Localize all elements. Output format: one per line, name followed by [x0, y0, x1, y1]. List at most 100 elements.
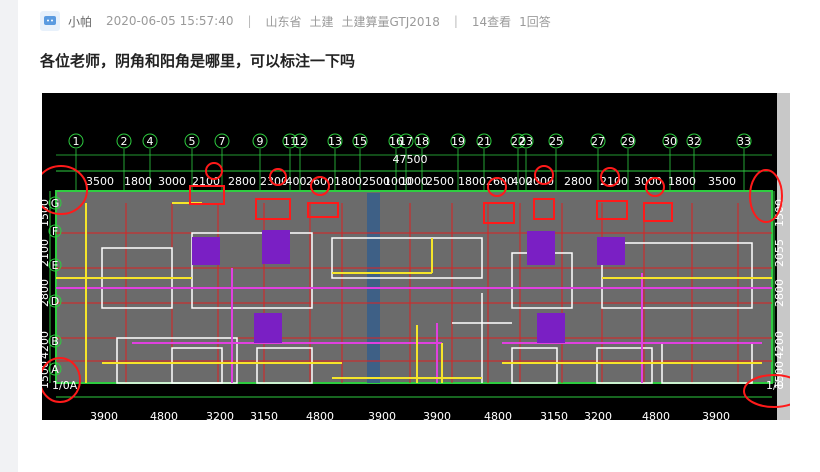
axis-number: 33	[737, 135, 751, 148]
bottom-dim-value: 3900	[702, 410, 730, 420]
chat-avatar-icon	[44, 16, 56, 25]
top-dim-value: 1000	[384, 175, 412, 188]
annotation-box	[255, 198, 291, 220]
post-meta: 小帕 2020-06-05 15:57:40 | 山东省 土建 土建算量GTJ2…	[40, 10, 551, 32]
discipline-tag[interactable]: 土建	[309, 14, 334, 29]
bottom-dim-value: 3150	[540, 410, 568, 420]
annotation-circle	[743, 374, 790, 408]
bottom-dim-value: 3900	[368, 410, 396, 420]
axis-letter: G	[51, 197, 60, 210]
axis-letter: D	[51, 295, 59, 308]
axis-number: 30	[663, 135, 677, 148]
axis-number: 13	[328, 135, 342, 148]
axis-bubble	[388, 133, 404, 149]
axis-number: 12	[293, 135, 307, 148]
annotation-circle	[487, 177, 507, 197]
axis-bubble	[252, 133, 268, 149]
top-dim-value: 400	[512, 175, 533, 188]
axis-number: 23	[519, 135, 533, 148]
vertical-dim-value: 2800	[42, 279, 51, 307]
annotation-box	[189, 185, 225, 205]
author-name[interactable]: 小帕	[68, 14, 93, 29]
vertical-dim-value: 4200	[773, 331, 786, 359]
vertical-dim-value: 2100	[42, 239, 51, 267]
purple-columns	[192, 230, 625, 343]
axis-bubble	[48, 294, 62, 308]
axis-bubble	[736, 133, 752, 149]
axis-number: 32	[687, 135, 701, 148]
vertical-dim-value: 1500	[773, 199, 786, 227]
annotation-marks	[42, 162, 790, 408]
top-dim-value: 2800	[564, 175, 592, 188]
vertical-dim-value: 4200	[42, 331, 51, 359]
annotation-circle	[205, 162, 223, 180]
annotation-box	[643, 202, 673, 222]
axis-number: 22	[511, 135, 525, 148]
software-tag[interactable]: 土建算量GTJ2018	[341, 14, 440, 29]
top-dim-value: 3500	[708, 175, 736, 188]
annotation-circle	[42, 165, 88, 215]
bottom-dim-value: 4800	[642, 410, 670, 420]
axis-number: 2	[121, 135, 128, 148]
meta-separator: |	[247, 14, 252, 28]
bottom-dim-value: 3150	[250, 410, 278, 420]
axis-bubble	[620, 133, 636, 149]
meta-separator: |	[453, 14, 458, 28]
annotation-circle	[749, 169, 783, 223]
bottom-dim-value: 3200	[206, 410, 234, 420]
vertical-dim-value: 1500	[42, 199, 51, 227]
floor-plan-svg: 1245791112131516171819212223252729303233…	[42, 93, 790, 420]
vertical-dim-value: 2800	[773, 279, 786, 307]
axis-bubble	[68, 133, 84, 149]
left-corner-label: 1/0A	[52, 379, 78, 392]
annotation-circle	[600, 167, 620, 187]
axis-bubble	[327, 133, 343, 149]
toolbar-strip	[777, 93, 790, 420]
bottom-dim-value: 3200	[584, 410, 612, 420]
annotation-circle	[269, 168, 287, 186]
annotation-box	[533, 198, 555, 220]
total-length-label: 47500	[393, 153, 428, 166]
axis-bubble	[590, 133, 606, 149]
annotation-circle	[42, 357, 81, 403]
axis-bubble	[184, 133, 200, 149]
top-dim-value: 1800	[124, 175, 152, 188]
axis-number: 19	[451, 135, 465, 148]
axis-bubble	[292, 133, 308, 149]
axis-bubble	[48, 196, 62, 210]
axis-number: 5	[189, 135, 196, 148]
axis-bubble	[48, 258, 62, 272]
avatar[interactable]	[40, 11, 60, 31]
view-count: 14查看	[471, 14, 512, 29]
axis-bubble	[48, 362, 62, 376]
region-tag[interactable]: 山东省	[265, 14, 302, 29]
axis-number: 25	[549, 135, 563, 148]
axis-bubble	[414, 133, 430, 149]
axis-letter: E	[52, 259, 59, 272]
axis-bubble	[662, 133, 678, 149]
magenta-beams	[56, 268, 772, 383]
top-dim-value: 400	[286, 175, 307, 188]
axis-bubble	[48, 334, 62, 348]
annotation-circle	[645, 177, 665, 197]
top-dim-value: 2800	[228, 175, 256, 188]
top-dim-value: 2500	[426, 175, 454, 188]
axis-bubble	[48, 224, 62, 238]
top-dim-value: 1800	[668, 175, 696, 188]
top-dim-value: 3500	[86, 175, 114, 188]
axis-bubble	[352, 133, 368, 149]
post-date: 2020-06-05 15:57:40	[106, 14, 234, 28]
top-dim-value: 1800	[334, 175, 362, 188]
axis-number: 4	[147, 135, 154, 148]
left-gutter	[0, 0, 18, 472]
top-dim-value: 2500	[362, 175, 390, 188]
axis-number: 15	[353, 135, 367, 148]
bottom-dim-value: 3900	[423, 410, 451, 420]
axis-bubble	[450, 133, 466, 149]
annotation-box	[307, 202, 339, 218]
top-dim-value: 1800	[458, 175, 486, 188]
axis-bubble	[214, 133, 230, 149]
